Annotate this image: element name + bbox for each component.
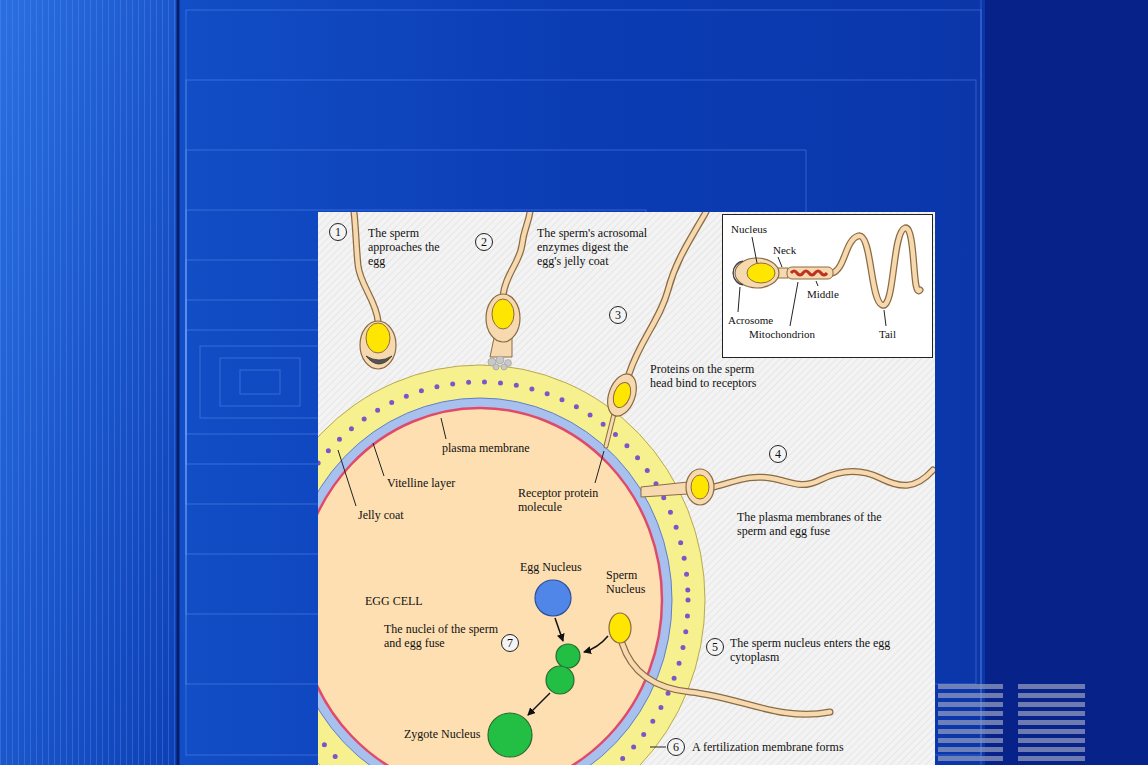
- callout-number: 5: [712, 641, 718, 653]
- part-label: Tail: [879, 328, 896, 341]
- part-label: Acrosome: [728, 314, 773, 327]
- inset-leaders: [738, 237, 886, 326]
- jelly-coat-shape: [318, 365, 705, 765]
- left-band-lines: [0, 0, 178, 765]
- callout-number: 2: [481, 236, 487, 248]
- part-label: Jelly coat: [358, 508, 404, 522]
- part-label: Middle: [807, 288, 839, 301]
- receptor-dots: [318, 382, 688, 765]
- step-caption: The sperm nucleus enters the egg cytopla…: [730, 636, 915, 664]
- sperm-anatomy: [733, 228, 920, 305]
- part-label: Neck: [773, 244, 796, 257]
- step-caption: A fertilization membrane forms: [692, 740, 844, 754]
- callout-number: 1: [335, 226, 341, 238]
- step-caption: The plasma membranes of the sperm and eg…: [737, 510, 887, 538]
- left-band: [0, 0, 178, 765]
- fusion-arrows: [528, 618, 608, 715]
- part-label: Vitelline layer: [387, 476, 455, 490]
- stripe-block: [938, 682, 1003, 765]
- callout-number: 4: [775, 448, 781, 460]
- sperm-fusing: [641, 469, 933, 505]
- part-label: Receptor protein molecule: [518, 486, 618, 514]
- callout-number: 2: [475, 233, 493, 251]
- callout-number: 6: [673, 741, 679, 753]
- step-caption: The sperm approaches the egg: [368, 226, 440, 268]
- egg-cell: plasma membraneVitelline layerReceptor p…: [318, 365, 705, 765]
- callout-number: 7: [507, 637, 513, 649]
- nuclei: [488, 580, 580, 757]
- callout-number: 7: [501, 634, 519, 652]
- vitelline-layer-shape: [318, 398, 672, 765]
- part-label: Sperm Nucleus: [606, 568, 654, 596]
- callout-number: 6: [667, 738, 685, 756]
- part-label: plasma membrane: [442, 441, 530, 455]
- callout-number: 5: [706, 638, 724, 656]
- sperm-entering: [609, 613, 830, 714]
- part-label: Mitochondrion: [749, 328, 815, 341]
- step-caption: Proteins on the sperm head bind to recep…: [650, 362, 778, 390]
- egg-outline: [318, 365, 705, 765]
- leader-lines: [338, 418, 666, 747]
- divider-line: [177, 0, 180, 765]
- diagram-panel: 1 2 3 NucleusNeckMiddleAcrosomeMitochondrio…: [318, 212, 935, 765]
- callout-number: 3: [609, 306, 627, 324]
- part-label: Nucleus: [731, 223, 767, 236]
- callout-number: 1: [329, 223, 347, 241]
- sperm-acrosome-reaction: [486, 212, 530, 370]
- part-label: Zygote Nucleus: [404, 727, 480, 741]
- part-label: Egg Nucleus: [520, 560, 582, 574]
- part-label: EGG CELL: [365, 594, 423, 608]
- step-caption: The sperm's acrosomal enzymes digest the…: [537, 226, 652, 268]
- callout-number: 3: [615, 309, 621, 321]
- right-band: [985, 0, 1148, 765]
- part-label: The nuclei of the sperm and egg fuse: [384, 622, 498, 650]
- callout-number: 4: [769, 445, 787, 463]
- plasma-membrane-shape: [318, 408, 662, 765]
- stripe-block: [1018, 682, 1085, 765]
